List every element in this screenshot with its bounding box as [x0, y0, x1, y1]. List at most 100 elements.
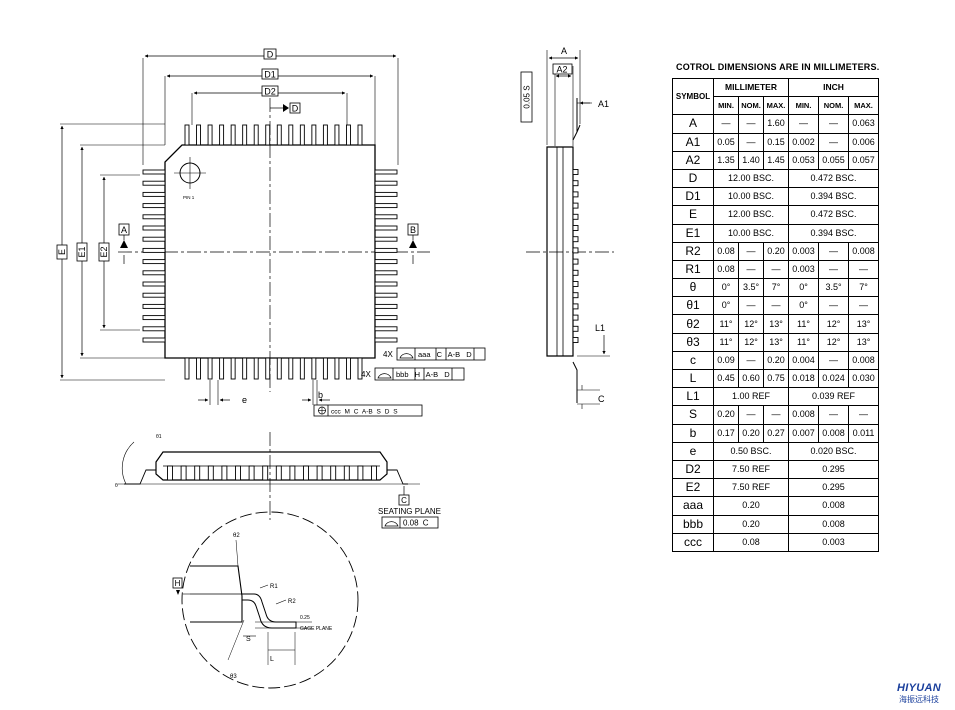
table-title: COTROL DIMENSIONS ARE IN MILLIMETERS. [676, 62, 880, 72]
lead [343, 465, 350, 481]
pins-bottom [184, 357, 363, 380]
lead [276, 124, 282, 146]
lead [184, 124, 190, 146]
value-cell: — [818, 132, 849, 152]
lead [142, 259, 166, 265]
mm-value-cell: 0.08 [713, 532, 789, 552]
label-L1: L1 [595, 323, 605, 333]
lead [311, 357, 317, 380]
lead [374, 281, 398, 287]
value-cell: 0.024 [818, 368, 849, 389]
value-cell: 3.5° [738, 278, 764, 298]
lead [572, 169, 579, 175]
lead [142, 225, 166, 231]
inch-value-cell: 0.008 [788, 514, 879, 534]
lead [374, 292, 398, 298]
value-cell: 12° [738, 332, 764, 352]
lead [299, 357, 305, 380]
lead [219, 124, 225, 146]
lead [142, 236, 166, 242]
symbol-cell: D1 [672, 187, 714, 207]
value-cell: 0.008 [788, 405, 819, 425]
symbol-cell: R2 [672, 241, 714, 261]
value-cell: 0.008 [848, 350, 879, 371]
lead [142, 214, 166, 220]
pins-left [142, 169, 166, 343]
value-cell: 0.08 [713, 259, 739, 280]
lead [230, 357, 236, 380]
mm-value-cell: 12.00 BSC. [713, 168, 789, 189]
subheader-cell: NOM. [818, 96, 849, 116]
mm-value-cell: 0.20 [713, 514, 789, 534]
value-cell: 0.09 [713, 350, 739, 371]
lead [316, 465, 323, 481]
value-cell: — [738, 405, 764, 425]
lead [142, 180, 166, 186]
value-cell: 11° [788, 314, 819, 334]
lead [572, 337, 579, 343]
inch-value-cell: 0.472 BSC. [788, 168, 879, 189]
top-view-labels: D D1 D2 D E E1 E2 A B PIN 1 e b 4X aaa C… [56, 48, 486, 417]
lead [572, 325, 579, 332]
label-b: b [318, 390, 323, 400]
inch-header: INCH [788, 77, 879, 98]
label-theta1-front: θ1 [156, 434, 162, 440]
value-cell: 0.004 [788, 350, 819, 371]
svg-text:4X: 4X [383, 350, 393, 359]
value-cell: 0° [788, 296, 819, 316]
value-cell: 0.20 [713, 405, 739, 425]
side-view [526, 50, 614, 409]
lead [142, 191, 166, 197]
front-view [118, 432, 420, 520]
lead [374, 191, 398, 197]
value-cell: 0.030 [848, 368, 879, 389]
tolerance-frame-ccc: ccc M C A-B S D S [331, 409, 398, 416]
symbol-cell: θ [672, 278, 714, 298]
symbol-cell: R1 [672, 259, 714, 280]
label-pin1: PIN 1 [183, 195, 195, 200]
value-cell: 0.011 [848, 423, 879, 443]
table-subheader-row: MIN.NOM.MAX.MIN.NOM.MAX. [673, 96, 879, 116]
lead [346, 124, 351, 146]
label-L-detail: L [270, 656, 274, 663]
subheader-cell: NOM. [738, 96, 764, 116]
lead [572, 247, 579, 254]
pins-top [184, 124, 363, 146]
value-cell: 13° [763, 332, 789, 352]
lead [374, 203, 398, 209]
subheader-cell: MIN. [713, 96, 739, 116]
lead [374, 225, 398, 231]
symbol-cell: aaa [672, 496, 714, 516]
value-cell: 0.17 [713, 423, 739, 443]
value-cell: — [848, 296, 879, 316]
label-C: C [598, 394, 605, 404]
inch-value-cell: 0.394 BSC. [788, 223, 879, 243]
lead [572, 191, 579, 198]
value-cell: — [763, 405, 789, 425]
lead [142, 337, 166, 343]
mm-value-cell: 0.50 BSC. [713, 441, 789, 461]
lead [374, 214, 398, 220]
lead [334, 357, 340, 380]
value-cell: 0.08 [713, 241, 739, 261]
mm-value-cell: 7.50 REF [713, 478, 789, 498]
value-cell: — [738, 241, 764, 261]
label-theta3: θ3 [230, 674, 237, 680]
value-cell: — [818, 259, 849, 280]
label-gage-plane: GAGE PLANE [300, 626, 333, 632]
side-view-labels: A A2 A1 L1 C 0.05 S [520, 46, 609, 404]
lead [303, 465, 309, 481]
value-cell: 0° [713, 278, 739, 298]
table-row: A——1.60——0.063 [672, 114, 879, 134]
label-seating-plane: SEATING PLANE [378, 507, 441, 516]
value-cell: — [818, 241, 849, 261]
value-cell: 0.057 [848, 150, 879, 170]
lead [572, 314, 579, 321]
